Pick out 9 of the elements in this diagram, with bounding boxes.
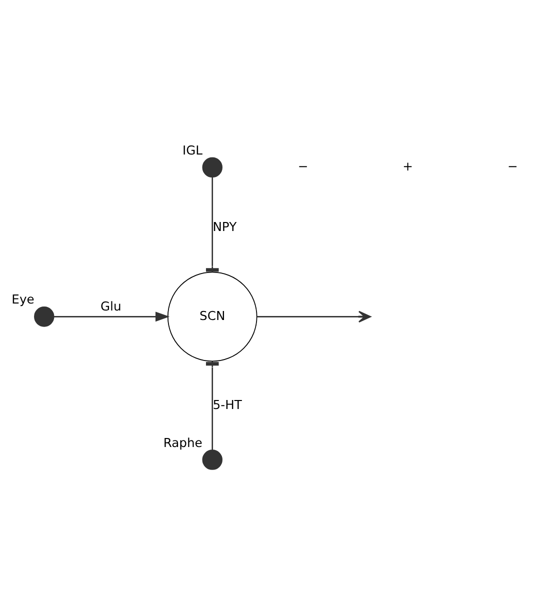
label: − xyxy=(298,159,308,174)
edge-label: Glu xyxy=(100,299,122,314)
edge-label: NPY xyxy=(212,220,237,234)
node-label: IGL xyxy=(182,142,203,157)
node-label: Raphe xyxy=(163,435,202,450)
label: + xyxy=(402,159,414,174)
node-label: Eye xyxy=(12,292,34,306)
label: − xyxy=(507,159,518,174)
edge-label: 5-HT xyxy=(212,397,242,412)
